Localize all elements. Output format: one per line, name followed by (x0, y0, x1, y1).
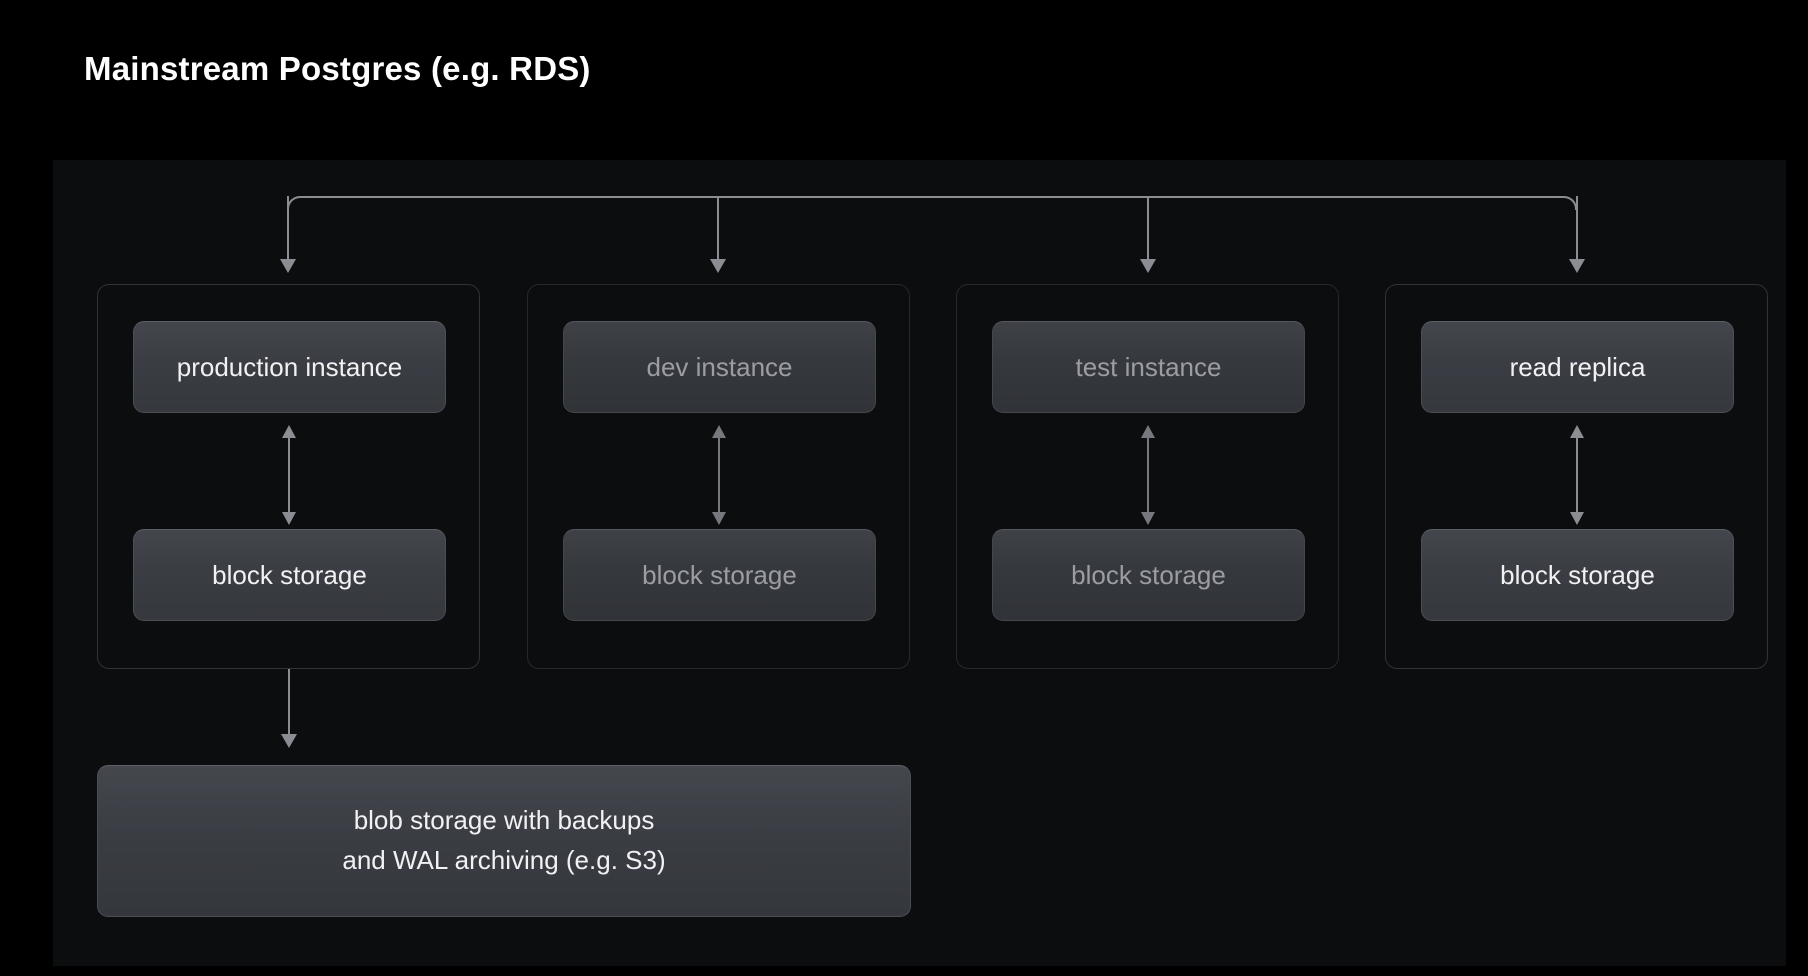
column-test[interactable]: test instance block storage (956, 284, 1339, 669)
node-production-instance[interactable]: production instance (133, 321, 446, 413)
node-blob-storage[interactable]: blob storage with backups and WAL archiv… (97, 765, 911, 917)
page-title: Mainstream Postgres (e.g. RDS) (84, 50, 591, 87)
bidirectional-arrow-test (1146, 437, 1149, 513)
bidirectional-arrow-dev (717, 437, 720, 513)
bidirectional-arrow-read-replica (1575, 437, 1578, 513)
node-dev-block-storage[interactable]: block storage (563, 529, 876, 621)
arrow-production-to-blob-storage (288, 669, 290, 735)
fanout-arrow-test (1147, 196, 1149, 260)
fanout-arrow-production (287, 196, 289, 260)
node-test-instance[interactable]: test instance (992, 321, 1305, 413)
column-production[interactable]: production instance block storage (97, 284, 480, 669)
fanout-arrow-dev (717, 196, 719, 260)
node-read-replica-block-storage[interactable]: block storage (1421, 529, 1734, 621)
fanout-rail (287, 196, 1577, 210)
node-dev-instance[interactable]: dev instance (563, 321, 876, 413)
blob-storage-line-2: and WAL archiving (e.g. S3) (342, 845, 666, 875)
node-test-block-storage[interactable]: block storage (992, 529, 1305, 621)
column-dev[interactable]: dev instance block storage (527, 284, 910, 669)
column-read-replica[interactable]: read replica block storage (1385, 284, 1768, 669)
node-production-block-storage[interactable]: block storage (133, 529, 446, 621)
blob-storage-line-1: blob storage with backups (353, 805, 655, 836)
node-read-replica[interactable]: read replica (1421, 321, 1734, 413)
bidirectional-arrow-production (287, 437, 290, 513)
fanout-arrow-read-replica (1576, 196, 1578, 260)
